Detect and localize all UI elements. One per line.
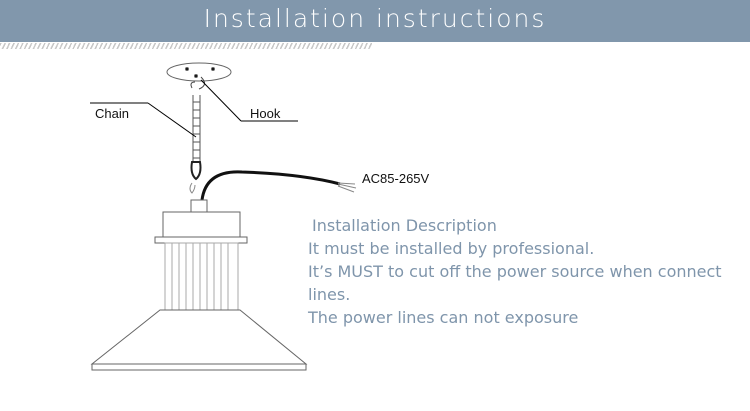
hook — [190, 76, 205, 90]
chain — [189, 95, 202, 194]
description-line: It’s MUST to cut off the power source wh… — [308, 262, 722, 304]
ceiling-plate — [166, 62, 232, 82]
voltage-label: AC85-265V — [362, 171, 430, 186]
chain-label: Chain — [95, 106, 129, 121]
hatch-divider — [0, 43, 372, 49]
heat-sink-fins — [164, 242, 239, 311]
installation-description: Installation Description It must be inst… — [308, 214, 748, 329]
hook-leader — [200, 79, 242, 122]
hook-label: Hook — [250, 106, 281, 121]
reflector-cone — [90, 309, 308, 365]
driver-box — [162, 211, 241, 238]
page-title: Installation instructions — [203, 4, 547, 33]
description-heading: Installation Description — [312, 216, 497, 235]
description-line: It must be installed by professional. — [308, 239, 595, 258]
power-cable — [200, 170, 341, 201]
header-bar: Installation instructions — [0, 0, 750, 42]
description-line: The power lines can not exposure — [308, 308, 579, 327]
